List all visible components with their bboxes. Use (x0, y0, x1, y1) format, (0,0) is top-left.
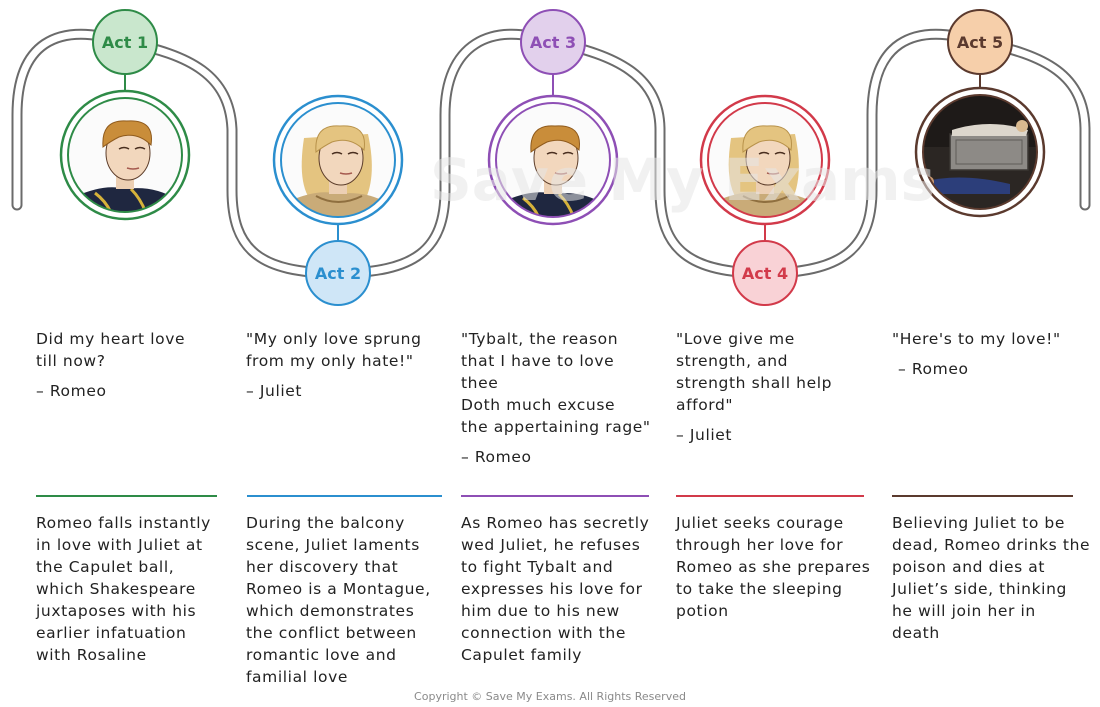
act-1-portrait-inner-ring (67, 97, 183, 213)
act-1-node: Act 1 (59, 9, 191, 221)
act-1-attribution: – Romeo (36, 382, 107, 400)
act-3-node: Act 3 (487, 9, 619, 226)
act-1-divider (36, 495, 217, 497)
act-4-node: Act 4 (699, 94, 831, 306)
timeline-track: Act 1 Act 2 Act 3 Act 4 Act 5 (11, 9, 1091, 306)
act-5-node: Act 5 (914, 9, 1046, 218)
copyright-notice: Copyright © Save My Exams. All Rights Re… (414, 690, 686, 703)
act-2-quote: "My only love sprung from my only hate!" (246, 330, 422, 370)
act-3-divider (461, 495, 649, 497)
act-3-label: Act 3 (530, 33, 576, 52)
act-1-label: Act 1 (102, 33, 148, 52)
act-3-description: As Romeo has secretly wed Juliet, he ref… (461, 514, 650, 664)
juliet-portrait (708, 103, 822, 217)
act-4-bubble (732, 240, 798, 306)
act-2-portrait-inner-ring (280, 102, 396, 218)
act-1-quote: Did my heart love till now? (36, 330, 186, 370)
act-4-portrait-inner-ring (707, 102, 823, 218)
act-5-bubble (947, 9, 1013, 75)
act-4-quote: "Love give me strength, and strength sha… (676, 330, 833, 414)
act-5-divider (892, 495, 1073, 497)
act-5-attribution: – Romeo (898, 360, 969, 378)
act-4-description: Juliet seeks courage through her love fo… (676, 514, 871, 620)
act-4-divider (676, 495, 864, 497)
act-3-quote-block: "Tybalt, the reason that I have to love … (461, 328, 671, 466)
act-5-quote-block: "Here's to my love!" – Romeo (892, 328, 1092, 378)
act-3-portrait-inner-ring (495, 102, 611, 218)
act-3-bubble (520, 9, 586, 75)
act-5-label: Act 5 (957, 33, 1003, 52)
act-4-label: Act 4 (742, 264, 788, 283)
act-3-quote: "Tybalt, the reason that I have to love … (461, 330, 651, 436)
act-2-quote-block: "My only love sprung from my only hate!"… (246, 328, 446, 400)
act-2-divider (247, 495, 442, 497)
act-1-description: Romeo falls instantly in love with Julie… (36, 514, 211, 664)
act-1-bubble (92, 9, 158, 75)
act-2-attribution: – Juliet (246, 382, 303, 400)
act-4-quote-block: "Love give me strength, and strength sha… (676, 328, 876, 444)
act-2-label: Act 2 (315, 264, 361, 283)
act-5-quote: "Here's to my love!" (892, 330, 1061, 348)
act-1-quote-block: Did my heart love till now? – Romeo (36, 328, 236, 400)
act-2-description: During the balcony scene, Juliet laments… (246, 514, 431, 686)
act-4-attribution: – Juliet (676, 426, 733, 444)
act-3-attribution: – Romeo (461, 448, 532, 466)
act-5-portrait-inner-ring (922, 94, 1038, 210)
act-2-node: Act 2 (272, 94, 404, 306)
act-2-bubble (305, 240, 371, 306)
act-5-description: Believing Juliet to be dead, Romeo drink… (892, 514, 1091, 642)
juliet-portrait (281, 103, 395, 217)
